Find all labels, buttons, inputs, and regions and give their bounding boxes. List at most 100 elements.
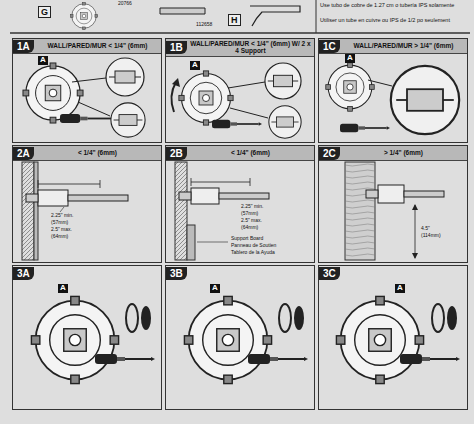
pipe: [219, 193, 269, 199]
figure-letter: H: [228, 14, 241, 26]
step-number: 1B: [166, 41, 187, 54]
panel-header: 2A< 1/4" (6mm): [13, 146, 161, 161]
dimension-line: [191, 182, 250, 183]
detail-magnifier: [111, 103, 145, 137]
top-strip: [10, 0, 470, 33]
dimension: (114mm): [420, 233, 442, 239]
dimension-line: [38, 184, 100, 185]
dimension-line: [415, 205, 416, 258]
step-1b-figure: [171, 63, 301, 138]
step-number: 2C: [319, 147, 340, 160]
step-panel: 1BWALL/PARED/MUR < 1/4" (6mm) W/ 2 x 4 S…: [165, 38, 315, 143]
valve-figure: [31, 296, 118, 383]
screwdriver: [248, 354, 308, 364]
callout-letter: A: [210, 284, 220, 293]
panel-header: 3A: [13, 266, 161, 280]
screwdriver: [400, 354, 460, 364]
panel-header: 1BWALL/PARED/MUR < 1/4" (6mm) W/ 2 x 4 S…: [166, 39, 314, 57]
step-2c-figure: [345, 162, 444, 260]
step-heading: WALL/PARED/MUR < 1/4" (6mm): [34, 41, 161, 50]
valve-figure: [70, 2, 97, 29]
screwdriver: [60, 114, 115, 123]
step-panel: 1AWALL/PARED/MUR < 1/4" (6mm): [12, 38, 162, 143]
step-3b-figure: [184, 296, 308, 383]
arrow-head: [172, 78, 180, 87]
valve-figure: [336, 296, 423, 383]
leader-line: [230, 108, 268, 118]
cap: [294, 306, 304, 330]
step-3a-figure: [31, 296, 155, 383]
panel-header: 3C: [319, 266, 467, 280]
extension-line: [250, 178, 251, 186]
valve-body: [378, 185, 404, 203]
step-heading: > 1/4" (6mm): [340, 148, 467, 157]
pipe-figure: [160, 8, 205, 14]
panel-header: 2B< 1/4" (6mm): [166, 146, 314, 161]
extension-line: [38, 180, 39, 188]
valve-figure: [179, 71, 233, 125]
dimension: 2.5" max.: [50, 227, 73, 233]
dimension: (64mm): [50, 234, 69, 240]
step-number: 1A: [13, 40, 34, 53]
valve-body: [191, 188, 219, 204]
panel-header: 1CWALL/PARED/MUR > 1/4" (6mm): [319, 39, 467, 54]
step-1c-figure: [326, 63, 459, 134]
pipe: [404, 191, 444, 197]
cap-ring: [279, 304, 291, 332]
leader-line: [72, 78, 106, 82]
step-number: 3C: [319, 267, 340, 280]
note: Utiliser un tube en cuivre ou IPS de 1/2…: [320, 17, 468, 23]
dimension: 4.5": [420, 226, 431, 232]
panel-header: 1AWALL/PARED/MUR < 1/4" (6mm): [13, 39, 161, 54]
step-number: 2A: [13, 147, 34, 160]
callout-letter: A: [395, 284, 405, 293]
wall-finish: [34, 162, 38, 260]
panel-header: 2C> 1/4" (6mm): [319, 146, 467, 161]
cap-ring: [432, 304, 444, 332]
detail-magnifier: [269, 106, 301, 138]
rotate-arrow: [171, 82, 176, 112]
callout-letter: A: [345, 54, 355, 63]
support-board: [187, 225, 195, 260]
detail-magnifier: [265, 63, 301, 99]
valve-stem: [366, 190, 378, 198]
step-2a-figure: [22, 162, 128, 260]
part-number: 20766: [118, 1, 132, 7]
wall-section: [22, 162, 34, 260]
step-heading: < 1/4" (6mm): [34, 148, 161, 157]
valve-body: [38, 190, 68, 206]
step-heading: WALL/PARED/MUR < 1/4" (6mm) W/ 2 x 4 Sup…: [187, 39, 314, 56]
screwdriver: [95, 354, 155, 364]
leader-line: [368, 80, 392, 86]
step-panel: 2A< 1/4" (6mm): [12, 145, 162, 263]
dimension: (57mm): [240, 211, 259, 217]
spout-figure: [250, 6, 300, 26]
step-heading: WALL/PARED/MUR > 1/4" (6mm): [340, 41, 467, 50]
valve-stem: [179, 192, 191, 200]
callout-letter: A: [38, 56, 48, 65]
cap: [141, 306, 151, 330]
detail-magnifier: [106, 58, 144, 96]
part-number: 112658: [196, 22, 212, 28]
valve-stem: [26, 194, 38, 202]
dimension: 2.25" min.: [50, 213, 74, 219]
leader-line: [197, 242, 228, 243]
divider: [10, 32, 470, 34]
screwdriver: [212, 120, 262, 128]
step-panel: 3C: [318, 265, 468, 410]
step-3c-figure: [336, 296, 460, 383]
leader-line: [78, 102, 110, 116]
arrow-head: [412, 253, 418, 259]
step-panel: 2C> 1/4" (6mm): [318, 145, 468, 263]
callout-letter: A: [58, 284, 68, 293]
support-label: Support Board: [230, 236, 264, 242]
step-number: 3A: [13, 267, 34, 280]
extension-line: [191, 178, 192, 186]
step-number: 1C: [319, 40, 340, 53]
valve-figure: [184, 296, 271, 383]
panel-header: 3B: [166, 266, 314, 280]
dimension: (64mm): [240, 225, 259, 231]
support-label: Tablero de la Ayuda: [230, 250, 276, 256]
